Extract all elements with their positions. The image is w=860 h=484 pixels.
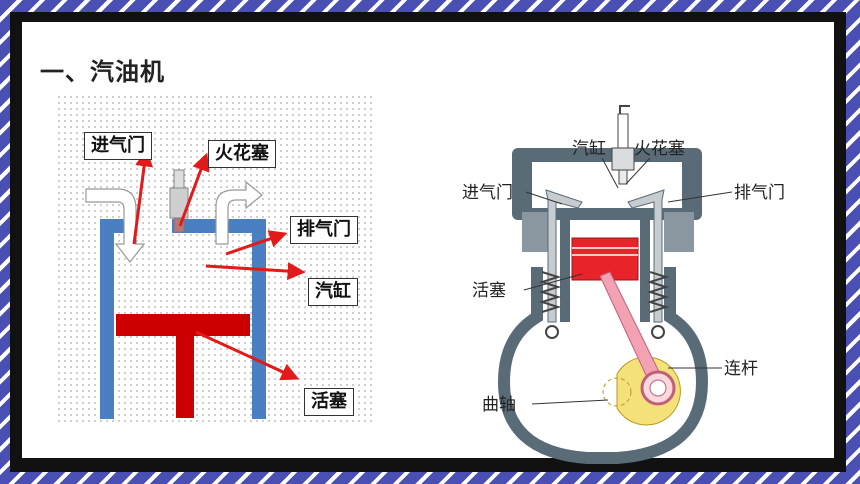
- label-piston: 活塞: [304, 388, 354, 416]
- leader-cylinder: [601, 157, 619, 189]
- arrow-intake: [132, 148, 154, 245]
- piston-head: [116, 314, 250, 336]
- crankcase-outline: [497, 267, 709, 464]
- label-exhaust-valve: 排气门: [290, 216, 358, 244]
- left-engine-diagram: 进气门 火花塞 排气门 汽缸 活塞: [56, 94, 396, 424]
- label-intake-valve: 进气门: [84, 132, 152, 160]
- arrow-piston: [195, 330, 300, 381]
- cylinder-right-wall: [252, 219, 266, 419]
- cylinder-wall-right: [640, 212, 650, 322]
- leader-intake: [525, 191, 563, 205]
- label-crankshaft: 曲轴: [482, 395, 516, 415]
- cylinder-wall-left: [560, 212, 570, 322]
- spark-plug-top: [617, 113, 629, 149]
- intake-tappet: [545, 325, 559, 339]
- spark-plug-top: [173, 169, 185, 189]
- label-exhaust-valve: 排气门: [734, 183, 785, 203]
- left-engine-svg: [85, 148, 306, 419]
- arrow-exhaust: [225, 230, 288, 256]
- label-intake-valve: 进气门: [462, 183, 513, 203]
- slide-title: 一、汽油机: [40, 58, 165, 86]
- crank-pin: [649, 379, 667, 397]
- slide-canvas: 一、汽油机: [22, 22, 834, 464]
- intake-spring: [538, 271, 562, 313]
- right-engine-svg: 汽缸 火花塞 进气门 排气门 活塞 连杆 曲轴: [462, 105, 785, 464]
- label-piston: 活塞: [472, 281, 506, 301]
- cylinder-left-wall: [100, 219, 114, 419]
- label-cylinder: 汽缸: [308, 278, 358, 306]
- intake-port: [522, 212, 552, 252]
- leader-exhaust: [667, 191, 733, 203]
- label-spark-plug: 火花塞: [208, 140, 276, 168]
- label-cylinder: 汽缸: [572, 138, 606, 159]
- exhaust-valve: [627, 189, 665, 323]
- right-engine-diagram: 汽缸 火花塞 进气门 排气门 活塞 连杆 曲轴: [442, 92, 802, 472]
- piston: [571, 237, 639, 281]
- piston-rod: [176, 336, 194, 418]
- leader-crank: [531, 399, 609, 405]
- exhaust-spring: [646, 271, 670, 313]
- spark-plug-hex: [611, 147, 635, 171]
- arrow-cylinder: [205, 262, 306, 281]
- exhaust-port: [664, 212, 694, 252]
- spark-plug-wire: [619, 105, 630, 114]
- spark-plug-electrode: [618, 169, 628, 185]
- cylinder-top-left: [100, 219, 130, 233]
- intake-flow-arrow: [85, 188, 146, 263]
- exhaust-flow-arrow: [215, 180, 263, 245]
- label-connecting-rod: 连杆: [724, 359, 758, 379]
- arrow-spark: [178, 152, 210, 227]
- label-spark-plug: 火花塞: [634, 139, 685, 159]
- leader-spark: [625, 157, 651, 185]
- crank-axis: [602, 377, 632, 407]
- leader-piston: [523, 273, 583, 291]
- exhaust-tappet: [651, 325, 665, 339]
- intake-valve: [545, 189, 583, 323]
